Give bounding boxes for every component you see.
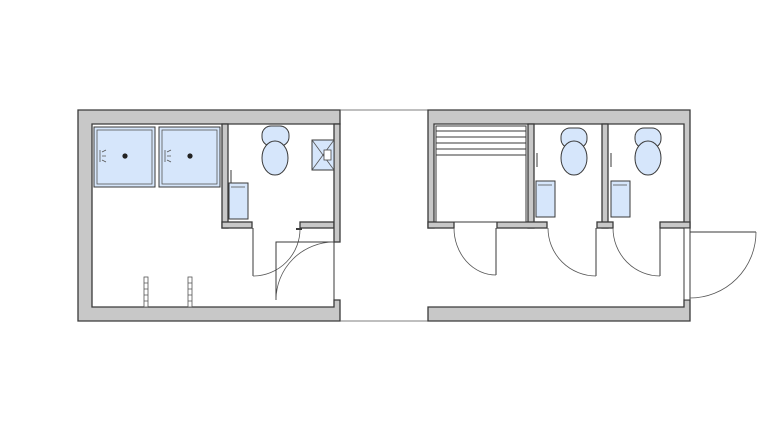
entrance-door-right bbox=[683, 227, 757, 301]
right-unit bbox=[427, 109, 757, 322]
left-unit-outer-wall bbox=[77, 109, 341, 322]
cubicle-door-2 bbox=[547, 227, 597, 277]
wc-door bbox=[252, 227, 302, 277]
cubicle-front-wall-c bbox=[659, 221, 691, 229]
toilet-bowl bbox=[560, 140, 588, 176]
radiator-2 bbox=[187, 276, 193, 308]
cubicle-front-wall-b bbox=[596, 221, 614, 229]
urinal-cubicle-front-wall-left bbox=[427, 221, 455, 229]
left-unit bbox=[77, 109, 341, 322]
toilet-cubicle-2 bbox=[536, 127, 588, 176]
shower-2 bbox=[158, 126, 221, 188]
shower-head-icon bbox=[164, 149, 172, 163]
toilet-bowl bbox=[261, 140, 289, 176]
cubicle-front-wall-a bbox=[496, 221, 548, 229]
corridor-outline bbox=[340, 109, 428, 322]
partition-wall-1 bbox=[527, 123, 535, 229]
cubicle-door-3 bbox=[612, 227, 661, 277]
toilet-cubicle-3 bbox=[610, 127, 662, 176]
shower-drain-icon bbox=[122, 153, 128, 159]
washbasin-bowl bbox=[535, 180, 556, 218]
radiator-1 bbox=[143, 276, 149, 308]
shower-head-icon bbox=[99, 149, 107, 163]
shower-1 bbox=[93, 126, 156, 188]
wc-bottom-wall-left bbox=[221, 221, 253, 229]
right-unit-bottom-wall bbox=[427, 299, 691, 322]
toilet-bowl bbox=[634, 140, 662, 176]
washbasin-cubicle-2 bbox=[535, 180, 556, 218]
entrance-door-left bbox=[275, 241, 336, 301]
cubicle-door-1 bbox=[453, 227, 497, 276]
wc-partition-wall bbox=[221, 123, 229, 229]
toilet-left bbox=[261, 125, 290, 176]
wc-bottom-wall-right bbox=[299, 221, 335, 229]
washbasin-bowl bbox=[228, 182, 249, 220]
partition-wall-2 bbox=[601, 123, 609, 229]
washbasin-bowl bbox=[610, 180, 631, 218]
service-sink bbox=[311, 139, 335, 171]
shower-drain-icon bbox=[187, 153, 193, 159]
wc-right-wall bbox=[333, 123, 341, 243]
urinal-trough bbox=[435, 125, 527, 223]
washbasin-cubicle-3 bbox=[610, 180, 631, 218]
washbasin-left bbox=[228, 170, 249, 220]
